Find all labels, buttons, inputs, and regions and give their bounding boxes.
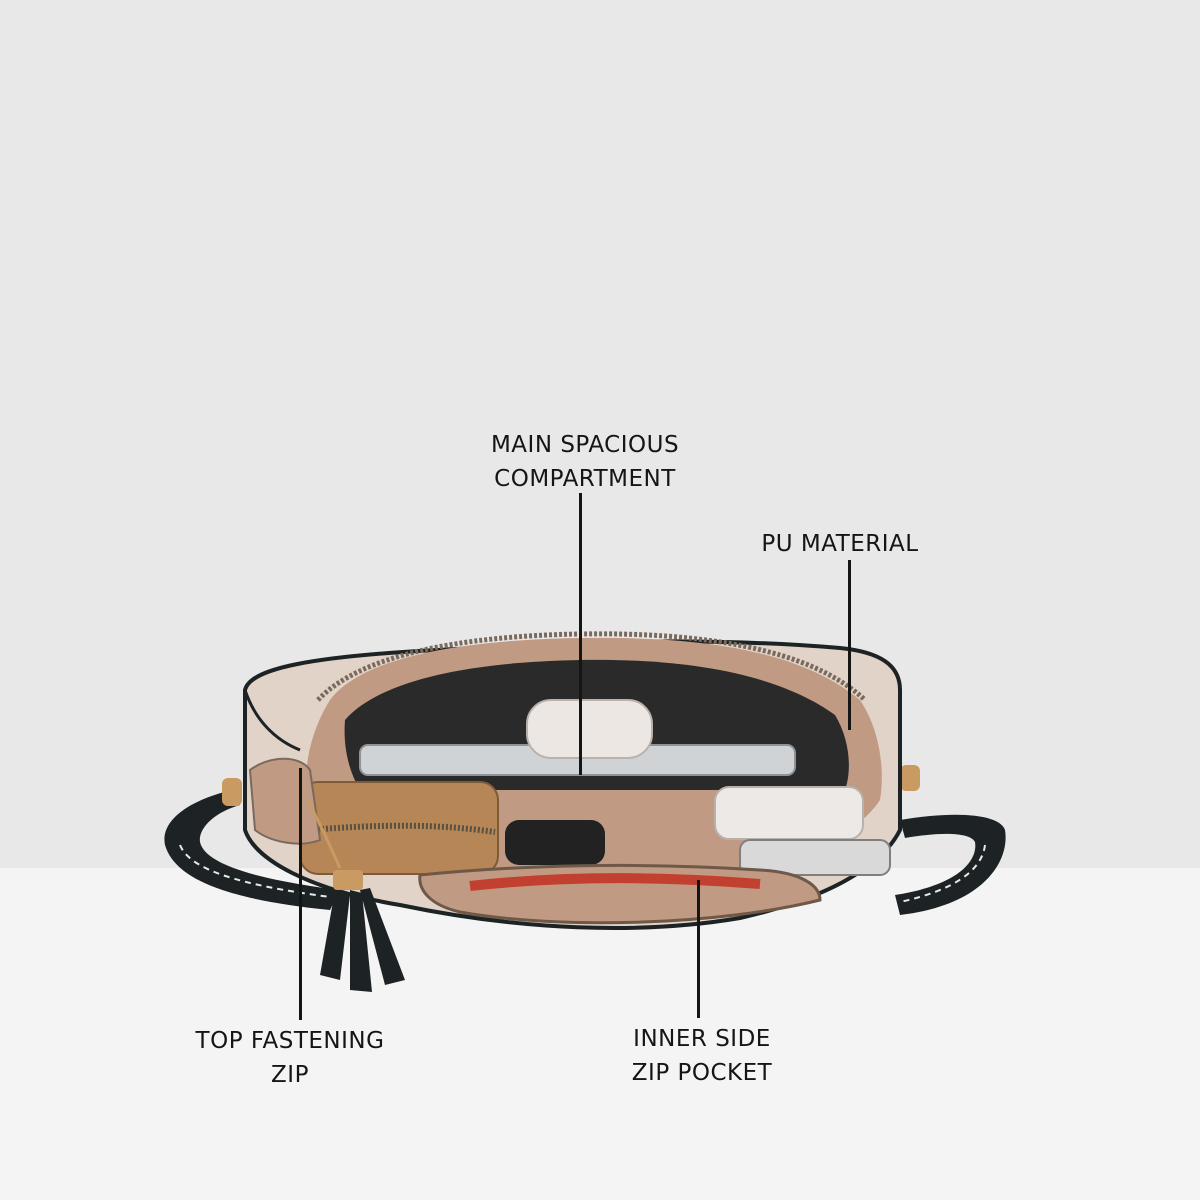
- phone-item: [739, 839, 891, 876]
- zip-end-panel: [248, 757, 322, 845]
- left-strap: [164, 790, 340, 910]
- callout-inner-side-zip-pocket: INNER SIDE ZIP POCKET: [612, 1022, 792, 1090]
- callout-top-zip-line2: ZIP: [271, 1062, 309, 1088]
- callout-top-zip-line1: TOP FASTENING: [195, 1028, 385, 1054]
- leader-top-fastening-zip: [299, 768, 302, 1020]
- right-strap: [895, 814, 1006, 915]
- callout-pu-material: PU MATERIAL: [735, 527, 945, 561]
- callout-main-compartment: MAIN SPACIOUS COMPARTMENT: [455, 428, 715, 496]
- callout-main-compartment-line2: COMPARTMENT: [494, 466, 676, 492]
- power-bank: [714, 786, 864, 840]
- earbuds-case: [526, 699, 653, 759]
- key-item: [505, 820, 605, 865]
- leader-inner-side-zip-pocket: [697, 880, 700, 1018]
- tassel: [320, 888, 405, 992]
- callout-main-compartment-line1: MAIN SPACIOUS: [490, 432, 680, 458]
- callout-top-fastening-zip: TOP FASTENING ZIP: [180, 1024, 400, 1092]
- leader-pu-material: [848, 560, 851, 730]
- tassel-cap: [333, 870, 363, 890]
- callout-inner-pocket-line2: ZIP POCKET: [631, 1060, 773, 1086]
- callout-pu-material-line1: PU MATERIAL: [761, 531, 919, 557]
- right-strap-ring: [900, 765, 920, 791]
- left-strap-ring: [222, 778, 242, 806]
- callout-inner-pocket-line1: INNER SIDE: [633, 1026, 771, 1052]
- leader-main-compartment: [579, 493, 582, 775]
